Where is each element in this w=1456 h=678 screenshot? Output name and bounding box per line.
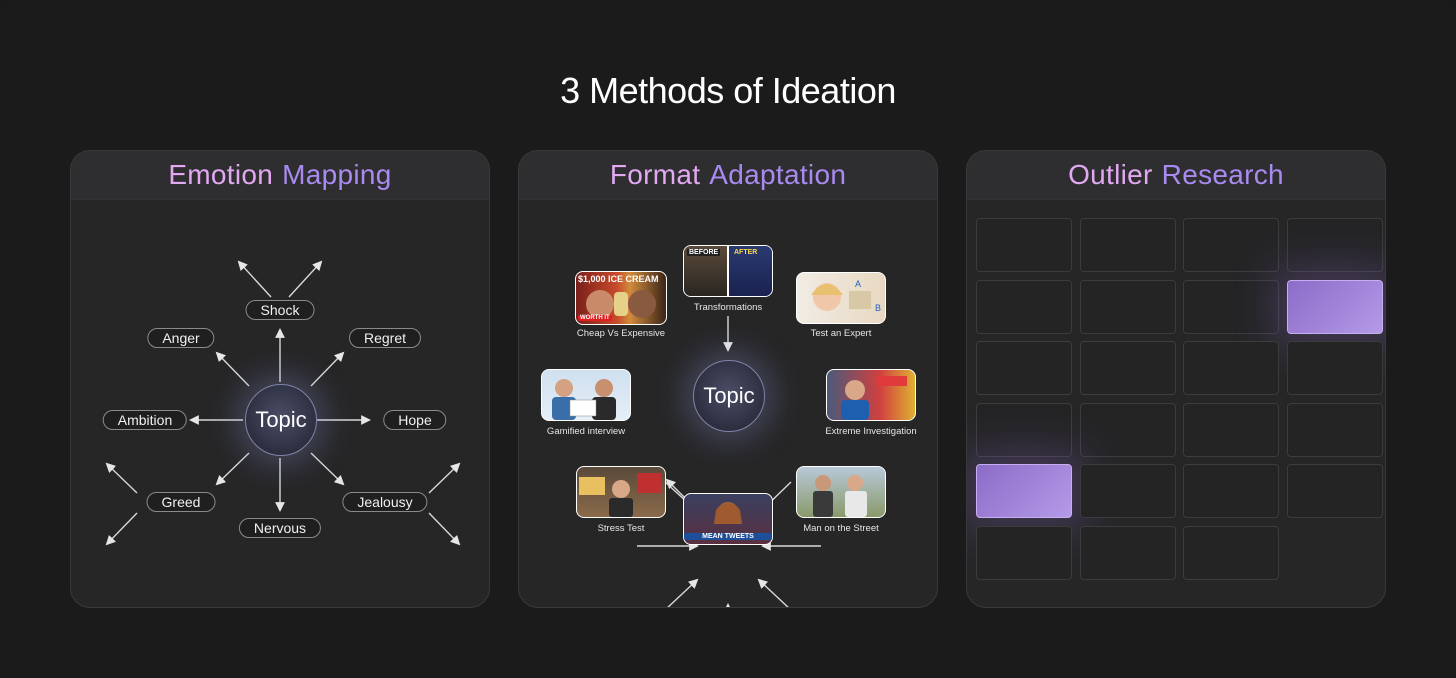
thumb-transformations: BEFORE AFTER [683,245,773,297]
node-greed: Greed [146,492,216,512]
thumb-art [714,502,742,524]
grid-cell [1079,464,1176,518]
grid-cell [1286,218,1383,272]
thumb-art: A B [811,279,881,313]
svg-text:B: B [875,303,881,313]
grid-cell [976,279,1072,334]
grid-cell [976,402,1072,457]
node-anger: Anger [147,328,215,348]
panel-header: Emotion Mapping [71,151,489,200]
grid-cell [1286,341,1383,395]
caption-test-an-expert: Test an Expert [810,328,872,339]
grid-cell [1183,464,1279,518]
grid-cell [976,525,1072,580]
emotion-topic-hub: Topic [245,384,317,456]
outlier-cell-highlighted [1286,279,1383,334]
caption-extreme-investigation: Extreme Investigation [825,426,917,437]
panel-header: Format Adaptation [519,151,937,200]
panel-header: Outlier Research [967,151,1385,200]
node-hope: Hope [383,410,447,430]
thumb-stress-test [576,466,666,518]
thumb-mean-tweets: MEAN TWEETS [683,493,773,545]
thumb-after-label: AFTER [734,249,758,256]
thumb-overlay-text: MEAN TWEETS [684,533,772,540]
caption-stress-test: Stress Test [597,523,645,534]
emotion-arrows [105,260,461,546]
grid-cell [1079,341,1176,395]
thumb-extreme-investigation [826,369,916,421]
thumb-before-label: BEFORE [687,249,721,256]
grid-cell [1183,341,1279,395]
grid-cell [1286,402,1383,457]
format-topic-hub: Topic [693,360,765,432]
thumb-test-an-expert: A B [796,272,886,324]
node-ambition: Ambition [102,410,188,430]
grid-cell [1079,525,1176,580]
grid-cell [976,218,1072,272]
caption-man-on-the-street: Man on the Street [803,523,879,534]
thumb-art [579,473,661,517]
panel-title-word2: Mapping [282,159,392,190]
thumb-man-on-the-street [796,466,886,518]
panel-title-word2: Research [1161,159,1284,190]
format-adaptation-panel: Format Adaptation Topic [518,150,938,608]
thumb-art [813,475,867,517]
panel-title-word2: Adaptation [709,159,847,190]
thumb-art [552,379,616,420]
grid-cell [1079,218,1176,272]
hub-label: Topic [703,383,755,408]
grid-cell [1079,279,1176,334]
grid-cell [1286,464,1383,518]
emotion-mapping-panel: Emotion Mapping [70,150,490,608]
panel-title-word1: Format [609,159,701,190]
grid-cell [1183,218,1279,272]
thumb-cheap-vs-expensive: $1,000 ICE CREAM WORTH IT [575,271,667,325]
panel-title-word1: Outlier [1068,159,1153,190]
node-regret: Regret [348,328,422,348]
emotion-diagram: Topic Shock Anger Regret Ambition Hope G… [71,200,489,607]
outlier-grid [967,200,1385,607]
thumb-badge: WORTH IT [578,315,612,321]
format-diagram: Topic $1,000 ICE CREAM WORTH IT Cheap Vs… [519,200,937,607]
grid-cell [976,341,1072,395]
grid-cell [1183,402,1279,457]
node-nervous: Nervous [238,518,322,538]
thumb-art [841,376,907,420]
caption-cheap-vs-expensive: Cheap Vs Expensive [576,328,666,339]
caption-transformations: Transformations [693,302,763,313]
thumb-overlay-text: $1,000 ICE CREAM [578,274,659,284]
grid-cell [1079,402,1176,457]
thumb-art [586,290,656,318]
grid-cell [1183,525,1279,580]
panel-title-word1: Emotion [168,159,274,190]
outlier-cell-highlighted [976,464,1072,518]
caption-gamified-interview: Gamified interview [546,426,626,437]
node-shock: Shock [245,300,315,320]
svg-text:A: A [855,279,861,289]
page-title: 3 Methods of Ideation [560,70,896,111]
hub-label: Topic [255,407,307,432]
node-jealousy: Jealousy [342,492,428,512]
outlier-research-panel: Outlier Research [966,150,1386,608]
grid-cell [1183,279,1279,334]
thumb-gamified-interview [541,369,631,421]
